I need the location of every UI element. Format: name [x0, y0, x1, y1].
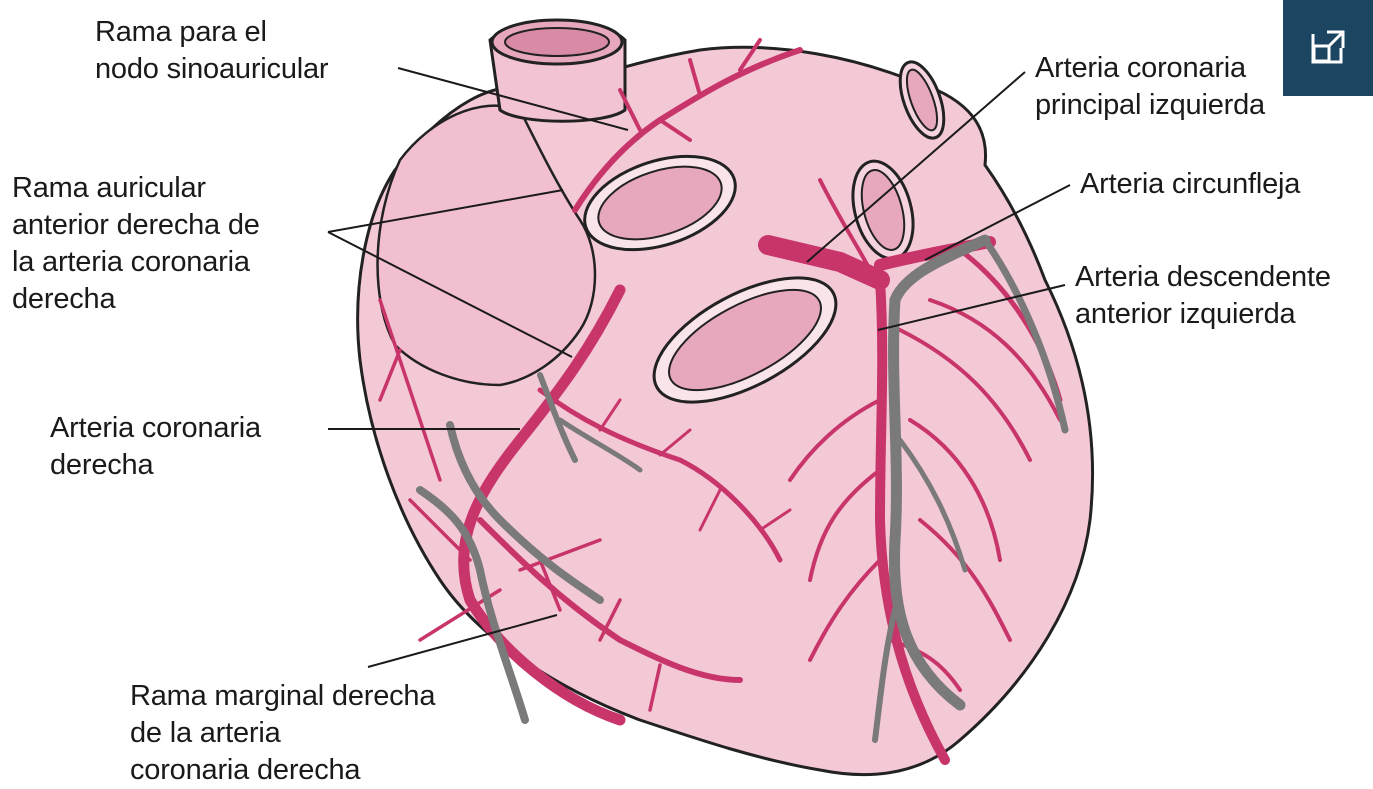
- label-circumflex-artery: Arteria circunfleja: [1080, 166, 1300, 203]
- label-left-main-coronary: Arteria coronaria principal izquierda: [1035, 50, 1265, 124]
- label-right-atrial-branch: Rama auricular anterior derecha de la ar…: [12, 170, 260, 318]
- expand-button[interactable]: [1283, 0, 1373, 96]
- expand-icon: [1305, 24, 1351, 70]
- label-right-marginal-branch: Rama marginal derecha de la arteria coro…: [130, 678, 435, 789]
- label-right-coronary-artery: Arteria coronaria derecha: [50, 410, 261, 484]
- label-lad-artery: Arteria descendente anterior izquierda: [1075, 259, 1331, 333]
- heart-illustration: [358, 20, 1093, 775]
- label-sinoatrial-branch: Rama para el nodo sinoauricular: [95, 14, 328, 88]
